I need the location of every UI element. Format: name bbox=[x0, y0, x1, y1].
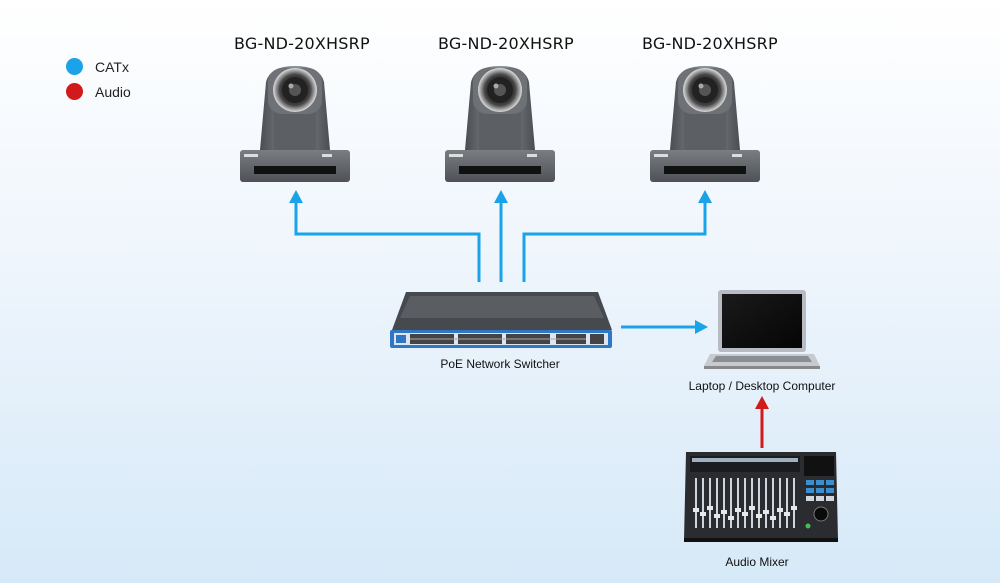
ptz-camera-icon bbox=[445, 66, 555, 182]
audio-line bbox=[755, 396, 769, 448]
arrowhead-icon bbox=[755, 396, 769, 409]
legend-item-catx: CATx bbox=[66, 54, 131, 79]
camera-1 bbox=[240, 66, 350, 182]
arrowhead-icon bbox=[695, 320, 708, 334]
legend-label: CATx bbox=[95, 58, 129, 75]
catx-dot-icon bbox=[66, 58, 83, 75]
camera-2 bbox=[445, 66, 555, 182]
switcher-label: PoE Network Switcher bbox=[440, 357, 560, 371]
arrowhead-icon bbox=[494, 190, 508, 203]
ptz-camera-icon bbox=[650, 66, 760, 182]
mixer-label: Audio Mixer bbox=[725, 555, 789, 569]
catx-arrowheads bbox=[289, 190, 712, 334]
camera-title: BG-ND-20XHSRP bbox=[234, 34, 370, 53]
computer-label: Laptop / Desktop Computer bbox=[688, 379, 836, 393]
audio-mixer-icon bbox=[684, 452, 838, 542]
laptop-icon bbox=[704, 290, 820, 369]
catx-link-camera-1 bbox=[294, 200, 481, 282]
catx-link-camera-3 bbox=[522, 200, 707, 282]
camera-title: BG-ND-20XHSRP bbox=[642, 34, 778, 53]
arrowhead-icon bbox=[289, 190, 303, 203]
ptz-camera-icon bbox=[240, 66, 350, 182]
legend-item-audio: Audio bbox=[66, 79, 131, 104]
arrowhead-icon bbox=[698, 190, 712, 203]
camera-title: BG-ND-20XHSRP bbox=[438, 34, 574, 53]
camera-3 bbox=[650, 66, 760, 182]
audio-dot-icon bbox=[66, 83, 83, 100]
legend: CATx Audio bbox=[66, 54, 131, 104]
catx-lines bbox=[294, 200, 707, 329]
legend-label: Audio bbox=[95, 83, 131, 100]
network-switch-icon bbox=[390, 292, 612, 348]
